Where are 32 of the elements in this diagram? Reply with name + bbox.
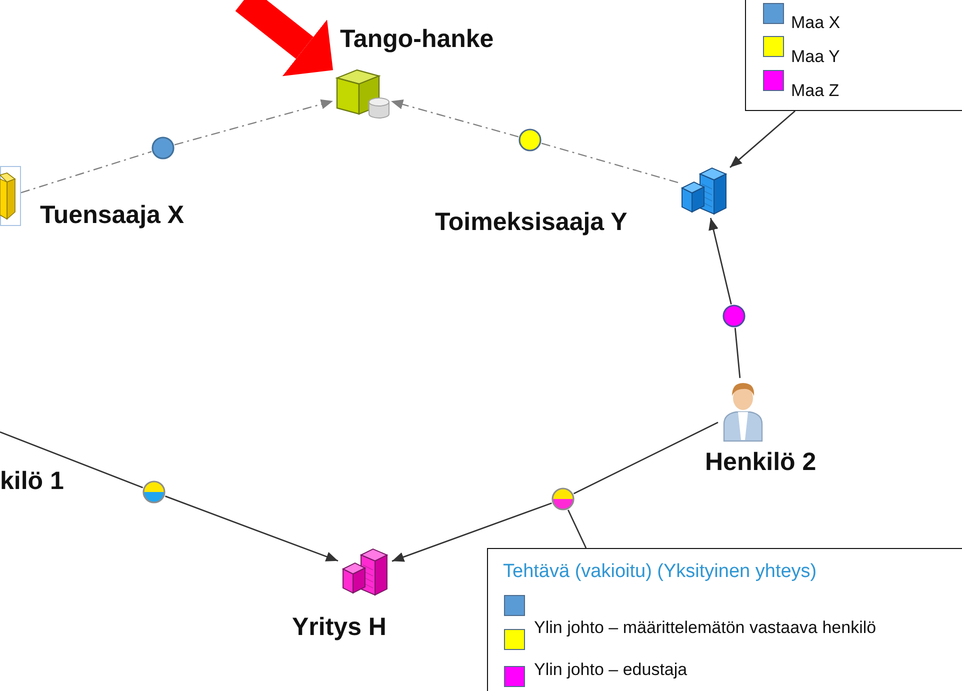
pointer-arrow [235, 0, 333, 76]
node-label: Henkilö 2 [705, 447, 816, 477]
legend-title: Tehtävä (vakioitu) (Yksityinen yhteys) [503, 560, 817, 584]
circle-icon [722, 304, 746, 328]
legend-box [745, 0, 962, 111]
connector-line [541, 142, 678, 184]
connector-line [734, 328, 741, 378]
legend-text: Ylin johto – edustaja [534, 660, 688, 680]
node-label: kilö 1 [0, 466, 64, 496]
connector-line [0, 431, 144, 488]
arrow [390, 100, 519, 138]
arrow [174, 99, 334, 146]
legend-text: Maa X [791, 13, 840, 33]
arrow [165, 496, 338, 562]
legend-text: Maa Z [791, 81, 840, 101]
leader-line [567, 510, 587, 548]
node-label: Tuensaaja X [40, 200, 184, 230]
arrow [392, 502, 552, 562]
legend-box [487, 548, 962, 691]
legend-text: Maa Y [791, 47, 840, 67]
connector-line [573, 422, 718, 494]
split-circle-icon [142, 480, 166, 504]
node-label: Toimeksisaaja Y [435, 207, 628, 237]
arrow [708, 218, 732, 304]
node-label: Yritys H [292, 612, 386, 642]
circle-icon [151, 136, 175, 160]
connector-line [20, 151, 152, 194]
legend-text: Ylin johto – määrittelemätön vastaava henkilö [534, 618, 876, 638]
cube-icon [0, 166, 21, 226]
circle-icon [518, 128, 542, 152]
split-circle-icon [551, 487, 575, 511]
node-label: Tango-hanke [340, 24, 494, 54]
